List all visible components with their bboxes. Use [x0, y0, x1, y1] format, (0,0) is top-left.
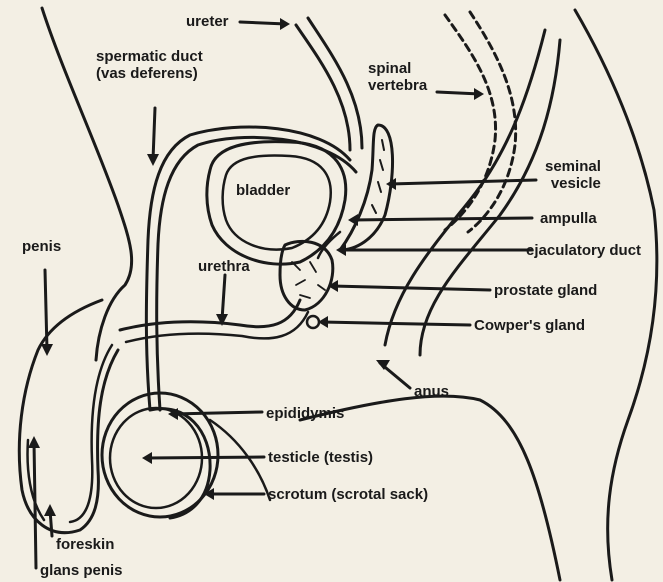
label-ampulla: ampulla	[540, 210, 597, 227]
vas-deferens-2	[157, 137, 356, 410]
label-anus: anus	[414, 383, 449, 400]
ureter-tube	[296, 18, 362, 150]
label-bladder: bladder	[236, 182, 290, 199]
cowpers-gland-shape	[307, 316, 319, 328]
label-urethra: urethra	[198, 258, 250, 275]
urethra-tube-2	[126, 312, 308, 342]
label-epididymis: epididymis	[266, 405, 344, 422]
label-ureter: ureter	[186, 13, 229, 30]
label-glans-penis: glans penis	[40, 562, 123, 579]
label-spermatic-duct: spermatic duct (vas deferens)	[96, 48, 203, 82]
prostate-shape	[280, 241, 333, 310]
label-spinal-vertebra: spinal vertebra	[368, 60, 427, 94]
label-foreskin: foreskin	[56, 536, 114, 553]
rectum-outline-2	[420, 40, 560, 355]
label-testicle: testicle (testis)	[268, 449, 373, 466]
label-penis: penis	[22, 238, 61, 255]
seminal-vesicle-shape	[340, 125, 393, 250]
spine-dashed-2	[468, 12, 516, 232]
label-prostate-gland: prostate gland	[494, 282, 597, 299]
prostate-texture	[292, 262, 325, 298]
label-cowpers-gland: Cowper's gland	[474, 317, 585, 334]
label-seminal-vesicle: seminal vesicle	[545, 158, 601, 192]
label-scrotum: scrotum (scrotal sack)	[268, 486, 428, 503]
label-ejaculatory-duct: ejaculatory duct	[526, 242, 641, 259]
bladder-inner	[223, 155, 331, 249]
